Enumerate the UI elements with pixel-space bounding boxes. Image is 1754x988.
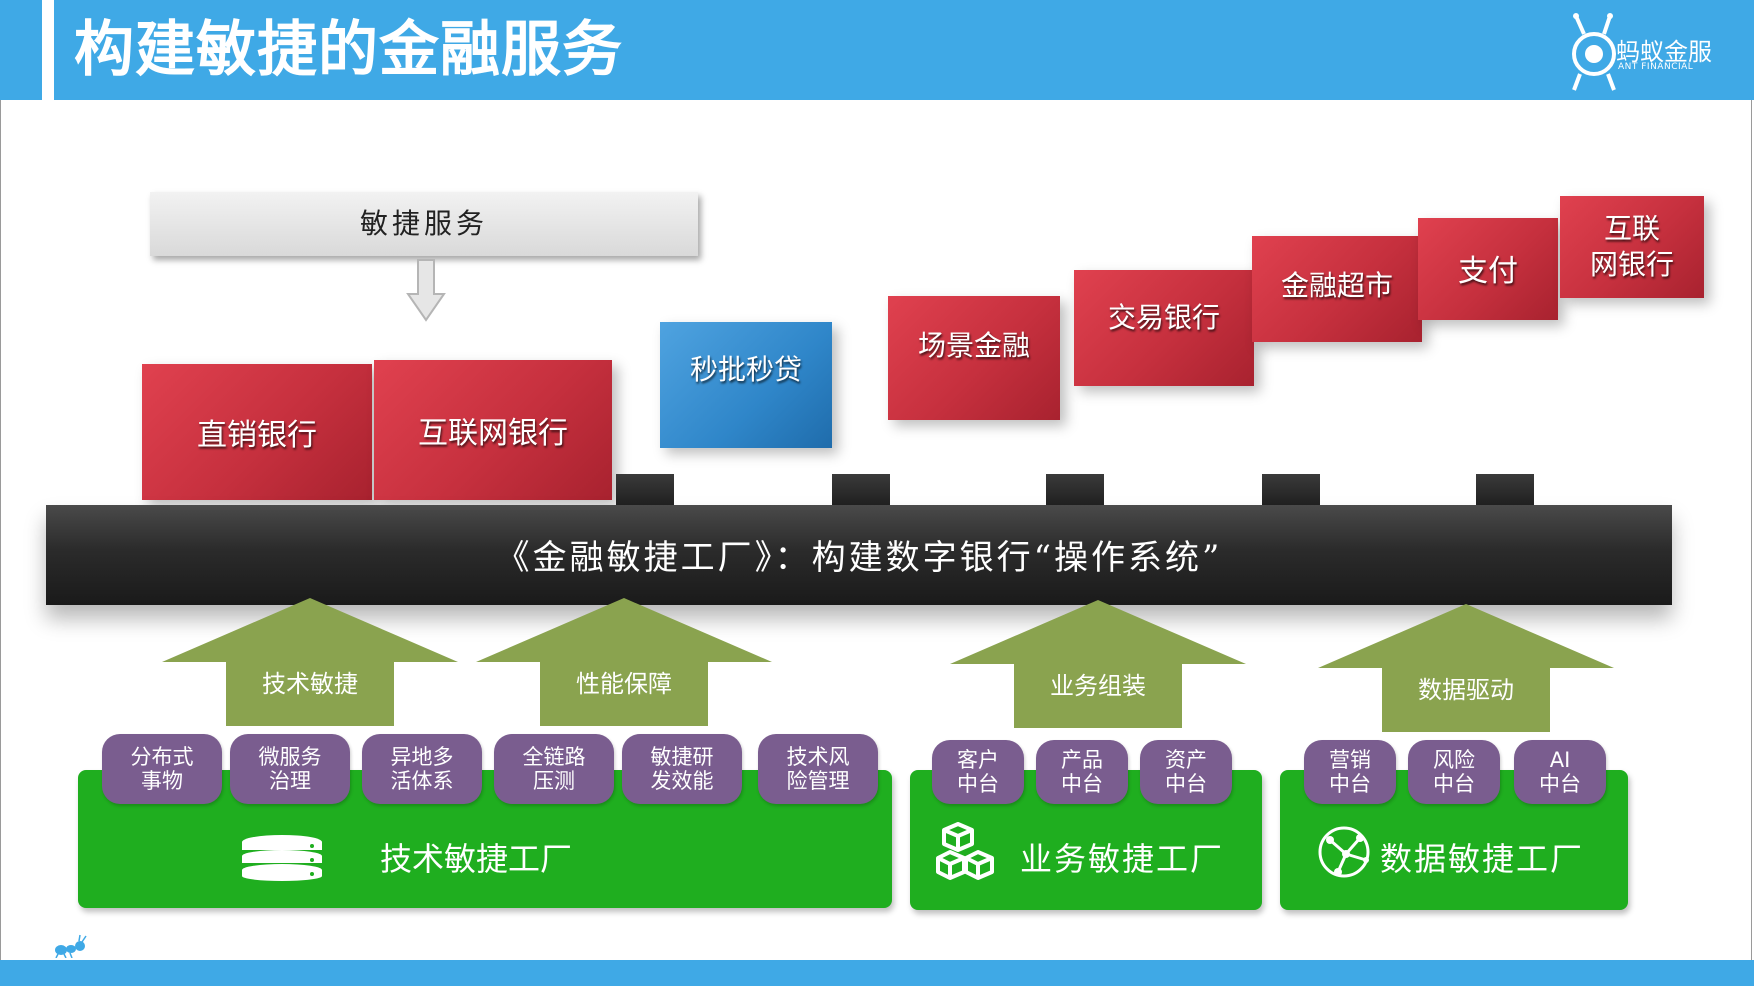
capability-pill: 风险 中台	[1408, 740, 1500, 804]
cubes-icon	[936, 822, 994, 880]
up-arrow-performance	[476, 598, 772, 726]
arrow-label-data-driven: 数据驱动	[1418, 676, 1514, 704]
factory-label-business-agile: 业务敏捷工厂	[1020, 840, 1225, 878]
small-ant-icon	[55, 934, 87, 958]
up-arrow-data-driven	[1318, 604, 1614, 732]
product-box-finance-supermarket: 金融超市	[1252, 236, 1422, 342]
factory-label-data-agile: 数据敏捷工厂	[1380, 840, 1585, 878]
logo-subtext: ANT FINANCIAL	[1618, 62, 1694, 72]
database-icon	[242, 835, 322, 881]
factory-label-tech-agile: 技术敏捷工厂	[380, 840, 573, 878]
up-arrow-tech-agility	[162, 598, 458, 726]
capability-pill: 资产 中台	[1140, 740, 1232, 804]
product-box-transaction-bank: 交易银行	[1074, 270, 1254, 386]
network-globe-icon	[1318, 826, 1370, 878]
capability-pill: AI 中台	[1514, 740, 1606, 804]
capability-pill: 营销 中台	[1304, 740, 1396, 804]
capability-pill: 异地多 活体系	[362, 734, 482, 804]
product-box-instant-loan: 秒批秒贷	[660, 322, 832, 448]
capability-pill: 技术风 险管理	[758, 734, 878, 804]
conveyor-belt	[46, 505, 1672, 605]
logo-text: 蚂蚁金服	[1616, 38, 1712, 66]
capability-pill: 微服务 治理	[230, 734, 350, 804]
conveyor-cleat	[832, 474, 890, 506]
conveyor-cleat	[1476, 474, 1534, 506]
arrow-label-tech-agility: 技术敏捷	[262, 670, 358, 698]
conveyor-cleat	[1046, 474, 1104, 506]
capability-pill: 全链路 压测	[494, 734, 614, 804]
agile-service-banner: 敏捷服务	[150, 192, 698, 256]
down-arrow-icon	[406, 259, 446, 322]
arrow-label-business-assembly: 业务组装	[1050, 672, 1146, 700]
conveyor-cleat	[1262, 474, 1320, 506]
header-bar	[0, 0, 1754, 100]
product-box-internet-bank-2: 互联 网银行	[1560, 196, 1704, 298]
capability-pill: 产品 中台	[1036, 740, 1128, 804]
capability-pill: 客户 中台	[932, 740, 1024, 804]
capability-pill: 敏捷研 发效能	[622, 734, 742, 804]
page-title: 构建敏捷的金融服务	[74, 15, 623, 85]
product-box-scenario-finance: 场景金融	[888, 296, 1060, 420]
ant-logo-icon	[1572, 13, 1616, 91]
capability-pill: 分布式 事物	[102, 734, 222, 804]
header-accent-stripe	[42, 0, 54, 100]
conveyor-label: 《金融敏捷工厂》：构建数字银行“操作系统”	[495, 538, 1223, 578]
arrow-label-performance: 性能保障	[576, 670, 672, 698]
conveyor-cleat	[616, 474, 674, 506]
footer-bar	[0, 960, 1754, 986]
product-box-direct-bank: 直销银行	[142, 364, 372, 500]
product-box-internet-bank: 互联网银行	[374, 360, 612, 500]
product-box-payment: 支付	[1418, 218, 1558, 320]
up-arrow-business-assembly	[950, 600, 1246, 728]
